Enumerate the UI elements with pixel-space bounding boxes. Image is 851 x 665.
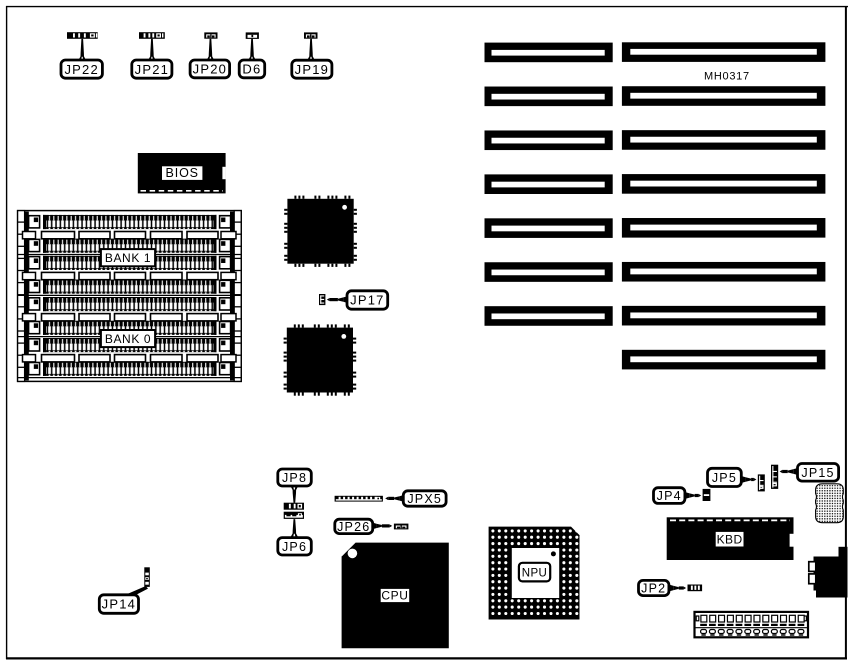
svg-text:JP20: JP20: [193, 62, 227, 77]
svg-text:D6: D6: [242, 62, 261, 77]
svg-text:JP14: JP14: [102, 597, 136, 612]
svg-text:JP6: JP6: [282, 540, 307, 554]
svg-text:JP15: JP15: [801, 466, 834, 480]
svg-text:JP19: JP19: [295, 62, 329, 77]
svg-text:JP5: JP5: [712, 471, 737, 485]
svg-text:KBD: KBD: [717, 533, 743, 547]
svg-text:BANK 0: BANK 0: [105, 332, 151, 346]
svg-text:CPU: CPU: [381, 589, 408, 603]
svg-text:JPX5: JPX5: [407, 492, 442, 506]
svg-text:MH0317: MH0317: [704, 71, 750, 83]
svg-text:JP4: JP4: [657, 489, 682, 503]
svg-text:BIOS: BIOS: [165, 166, 198, 180]
svg-text:JP26: JP26: [337, 520, 370, 534]
svg-text:JP2: JP2: [641, 582, 666, 596]
svg-text:JP8: JP8: [282, 471, 307, 485]
svg-text:JP22: JP22: [64, 62, 98, 77]
svg-text:JP17: JP17: [350, 293, 384, 308]
svg-text:NPU: NPU: [522, 568, 547, 580]
svg-text:BANK 1: BANK 1: [105, 251, 151, 265]
svg-text:JP21: JP21: [135, 62, 169, 77]
